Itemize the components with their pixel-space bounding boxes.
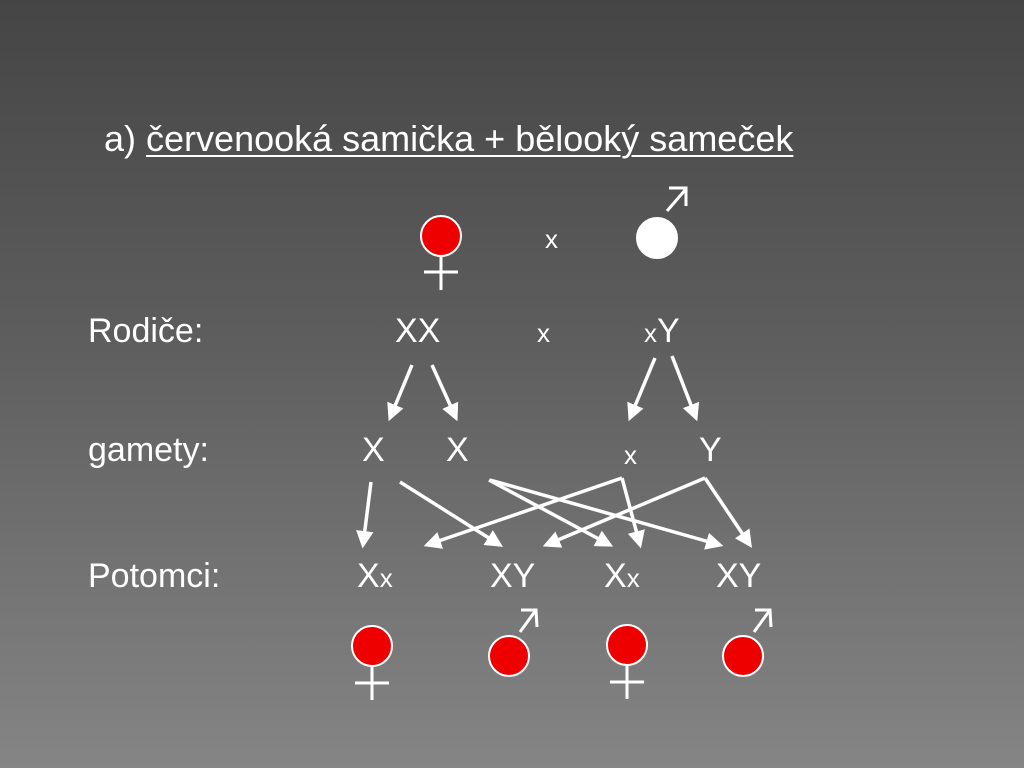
male-allele-y: Y [657,312,680,350]
parent-female-circle [420,215,462,257]
male-allele-x: x [644,318,657,348]
arrow-gamete-to-offspring [542,476,706,548]
offspring-3-circle [606,624,648,666]
gamete-female-2: X [446,431,469,469]
parent-male-symbol [636,186,688,259]
arrow-gamete-to-offspring [399,480,503,547]
arrow-parent-to-gamete [430,364,459,422]
arrow-gamete-to-offspring [489,478,724,550]
gamete-male-2: Y [699,431,722,469]
parents-label: Rodiče: [88,312,204,350]
offspring-1-symbol [351,625,393,700]
arrow-gamete-to-offspring [423,476,623,549]
title-text: červenooká samička + bělooký sameček [146,118,794,159]
arrow-parent-to-gamete [627,357,657,422]
offspring-1-allele-a: X [357,557,380,595]
parents-cross-symbol: x [537,318,550,348]
offspring-2-symbol [488,608,539,677]
offspring-4-genotype: XY [716,557,762,595]
arrow-gamete-to-offspring [620,477,645,549]
arrow-parent-to-gamete [387,364,414,422]
gamete-female-1: X [362,431,385,469]
offspring-4-circle [722,635,764,677]
offspring-2-circle [488,635,530,677]
cross-symbol-top: x [545,224,558,254]
offspring-3-genotype: Xx [604,559,640,593]
offspring-3-symbol [606,624,648,699]
gamete-male-1: x [624,440,637,470]
offspring-3-allele-a: X [604,557,627,595]
offspring-3-allele-b: x [626,563,640,593]
arrow-gamete-to-offspring [703,477,752,548]
gametes-label: gamety: [88,431,209,469]
title-prefix: a) [104,118,137,159]
offspring-1-genotype: Xx [357,559,393,593]
parent-male-circle [636,217,678,259]
offspring-1-circle [351,625,393,667]
parent-female-symbol [420,215,462,290]
arrow-gamete-to-offspring [356,481,374,549]
parent-male-genotype: xY [644,314,680,348]
slide-title: a) červenooká samička + bělooký sameček [104,118,793,160]
offspring-2-genotype: XY [490,557,536,595]
offspring-label: Potomci: [88,557,221,595]
offspring-1-allele-b: x [379,563,393,593]
arrow-parent-to-gamete [670,355,700,422]
offspring-4-symbol [722,608,773,677]
arrow-gamete-to-offspring [488,478,614,547]
parent-female-genotype: XX [395,312,441,350]
